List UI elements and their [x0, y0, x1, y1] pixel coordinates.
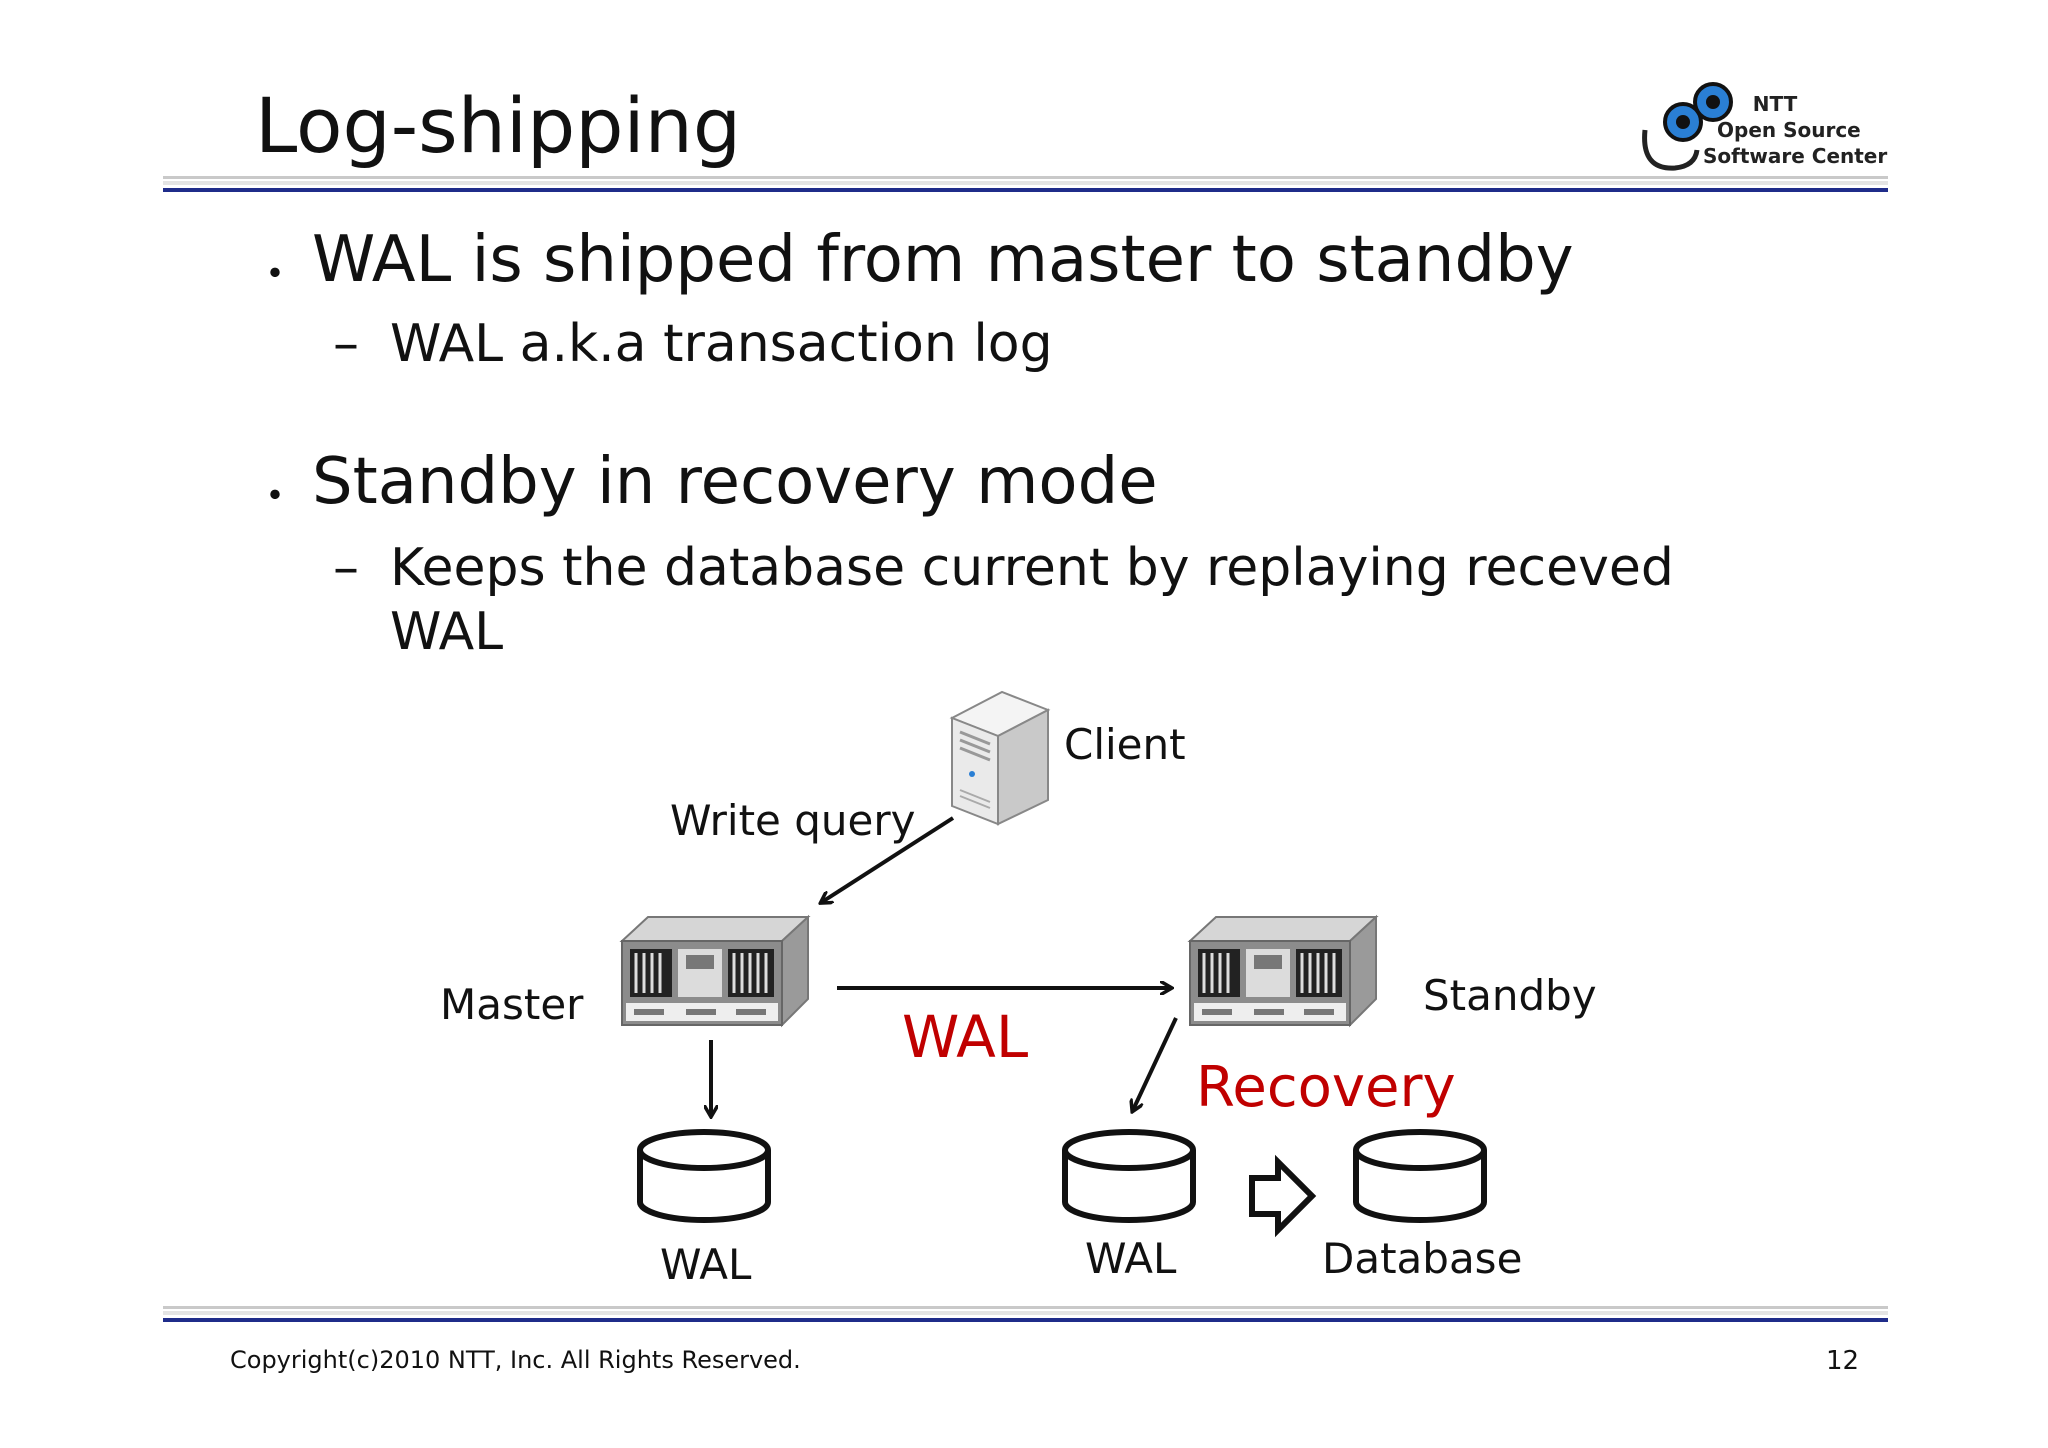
standby-label: Standby [1423, 971, 1597, 1020]
logo-line-software-center: Software Center [1703, 144, 1888, 168]
database-label: Database [1322, 1234, 1523, 1283]
logo-line-open-source: Open Source [1717, 118, 1861, 142]
master-wal-label: WAL [660, 1240, 752, 1289]
footer-rule [163, 1306, 1888, 1322]
write-query-label: Write query [670, 796, 916, 845]
bullet-marker: ・ [253, 471, 297, 522]
bullet-2-sub-1: Keeps the database current by replaying … [390, 538, 1674, 598]
bullet-1-sub-1: WAL a.k.a transaction log [390, 314, 1053, 374]
page-number: 12 [1826, 1346, 1860, 1376]
database-disk-icon [1353, 1129, 1487, 1223]
slide-title: Log-shipping [255, 81, 742, 170]
ntt-oss-logo: NTT Open Source Software Center [1635, 80, 1890, 180]
bullet-2: Standby in recovery mode [312, 445, 1158, 519]
hollow-arrow-icon [1249, 1154, 1317, 1238]
standby-read-wal-arrow [1133, 1017, 1178, 1110]
wal-shipping-label: WAL [902, 1003, 1029, 1071]
bullet-marker: ・ [253, 249, 297, 300]
client-label: Client [1064, 720, 1186, 769]
master-label: Master [440, 980, 584, 1029]
logo-rings-icon [1642, 82, 1733, 171]
standby-wal-disk-icon [1062, 1129, 1196, 1223]
logo-line-ntt: NTT [1752, 92, 1798, 116]
header-rule [163, 176, 1888, 192]
standby-wal-label: WAL [1085, 1234, 1177, 1283]
sub-bullet-marker: – [333, 314, 359, 374]
client-computer-icon [949, 690, 1051, 826]
master-wal-disk-icon [637, 1129, 771, 1223]
master-server-icon [619, 914, 811, 1028]
sub-bullet-marker: – [333, 538, 359, 598]
footer-copyright: Copyright(c)2010 NTT, Inc. All Rights Re… [230, 1346, 801, 1374]
bullet-2-sub-2: WAL [390, 602, 504, 662]
standby-server-icon [1187, 914, 1379, 1028]
recovery-label: Recovery [1196, 1055, 1456, 1120]
write-query-arrow [822, 816, 955, 902]
bullet-1: WAL is shipped from master to standby [312, 223, 1574, 297]
